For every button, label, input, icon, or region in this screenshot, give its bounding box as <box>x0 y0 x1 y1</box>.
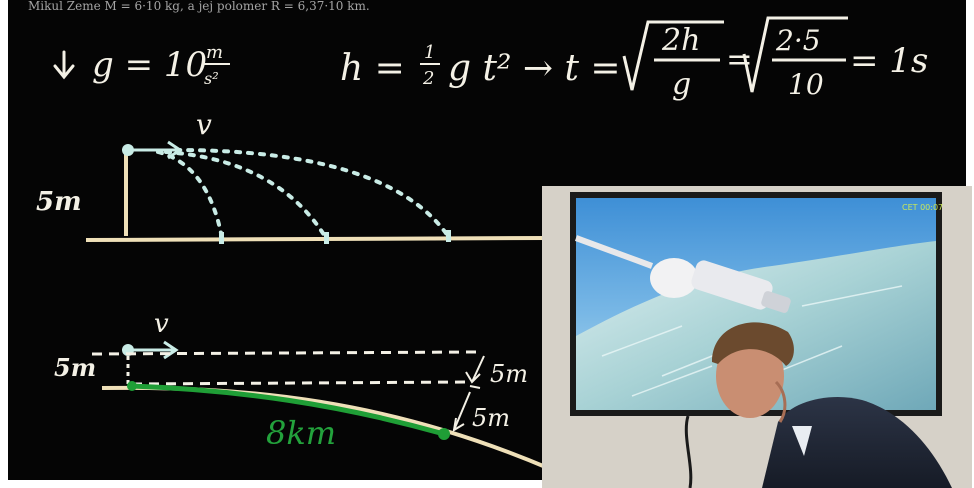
photo-drawing: CET 00:07 <box>542 186 972 488</box>
presenter <box>712 322 952 488</box>
tv-corner-text: CET 00:07 <box>902 203 943 212</box>
blackboard-drawing: g = 10 m s² h = 1 2 g t² → t = 2h g = 2·… <box>36 16 928 470</box>
velocity-arrow-bottom <box>132 340 179 360</box>
top-height-label: 5m <box>36 187 82 217</box>
sqrt2-denominator: 10 <box>788 68 824 101</box>
projectile-start <box>122 144 134 156</box>
gravity-label: g = 10 <box>92 45 207 85</box>
down-arrow-icon <box>53 50 75 80</box>
sqrt-sign-1 <box>622 20 724 91</box>
presenter-collar <box>792 426 812 456</box>
green-end-dot <box>438 428 450 440</box>
equation-half-num: 1 <box>424 42 435 63</box>
tv-cable <box>684 415 693 488</box>
presenter-face <box>716 334 784 418</box>
gravity-unit-numerator: m <box>206 42 223 63</box>
bottom-height-label: 5m <box>54 353 96 382</box>
ground-line <box>85 236 549 242</box>
sqrt2-numerator: 2·5 <box>775 24 821 57</box>
distance-label: 8km <box>266 414 336 452</box>
horizontal-dashes <box>91 350 479 386</box>
rig-lens <box>761 291 791 313</box>
ice-cracks <box>601 285 903 397</box>
drop-arrows <box>452 355 485 432</box>
landing-markers-top <box>219 230 451 244</box>
trajectories-top <box>156 148 450 240</box>
rig-body <box>691 260 773 310</box>
equation-result: = 1s <box>850 41 928 81</box>
presenter-ear <box>774 380 787 423</box>
equation-lhs: h = <box>340 48 405 89</box>
presenter-hair <box>712 322 794 366</box>
sqrt1-denominator: g <box>672 67 691 102</box>
gravity-unit-denominator: s² <box>204 69 219 88</box>
equation-half-den: 2 <box>422 68 434 89</box>
inset-photo: CET 00:07 <box>542 186 972 488</box>
top-velocity-label: v <box>196 108 212 141</box>
orbit-green-curve <box>131 383 445 437</box>
presenter-jacket <box>762 396 952 488</box>
right-label-lower: 5m <box>472 404 510 432</box>
bottom-velocity-label: v <box>154 309 169 339</box>
sqrt1-numerator: 2h <box>661 23 700 58</box>
equation-rest: g t² → t = <box>448 48 621 89</box>
green-start-dot <box>127 381 137 391</box>
rig-pole <box>574 235 654 269</box>
rig-sphere <box>650 258 698 298</box>
sqrt-sign-2 <box>742 16 848 93</box>
right-label-upper: 5m <box>490 360 528 388</box>
clipped-header-text: Mikul Zeme M = 6·10 kg, a jej polomer R … <box>28 0 370 13</box>
